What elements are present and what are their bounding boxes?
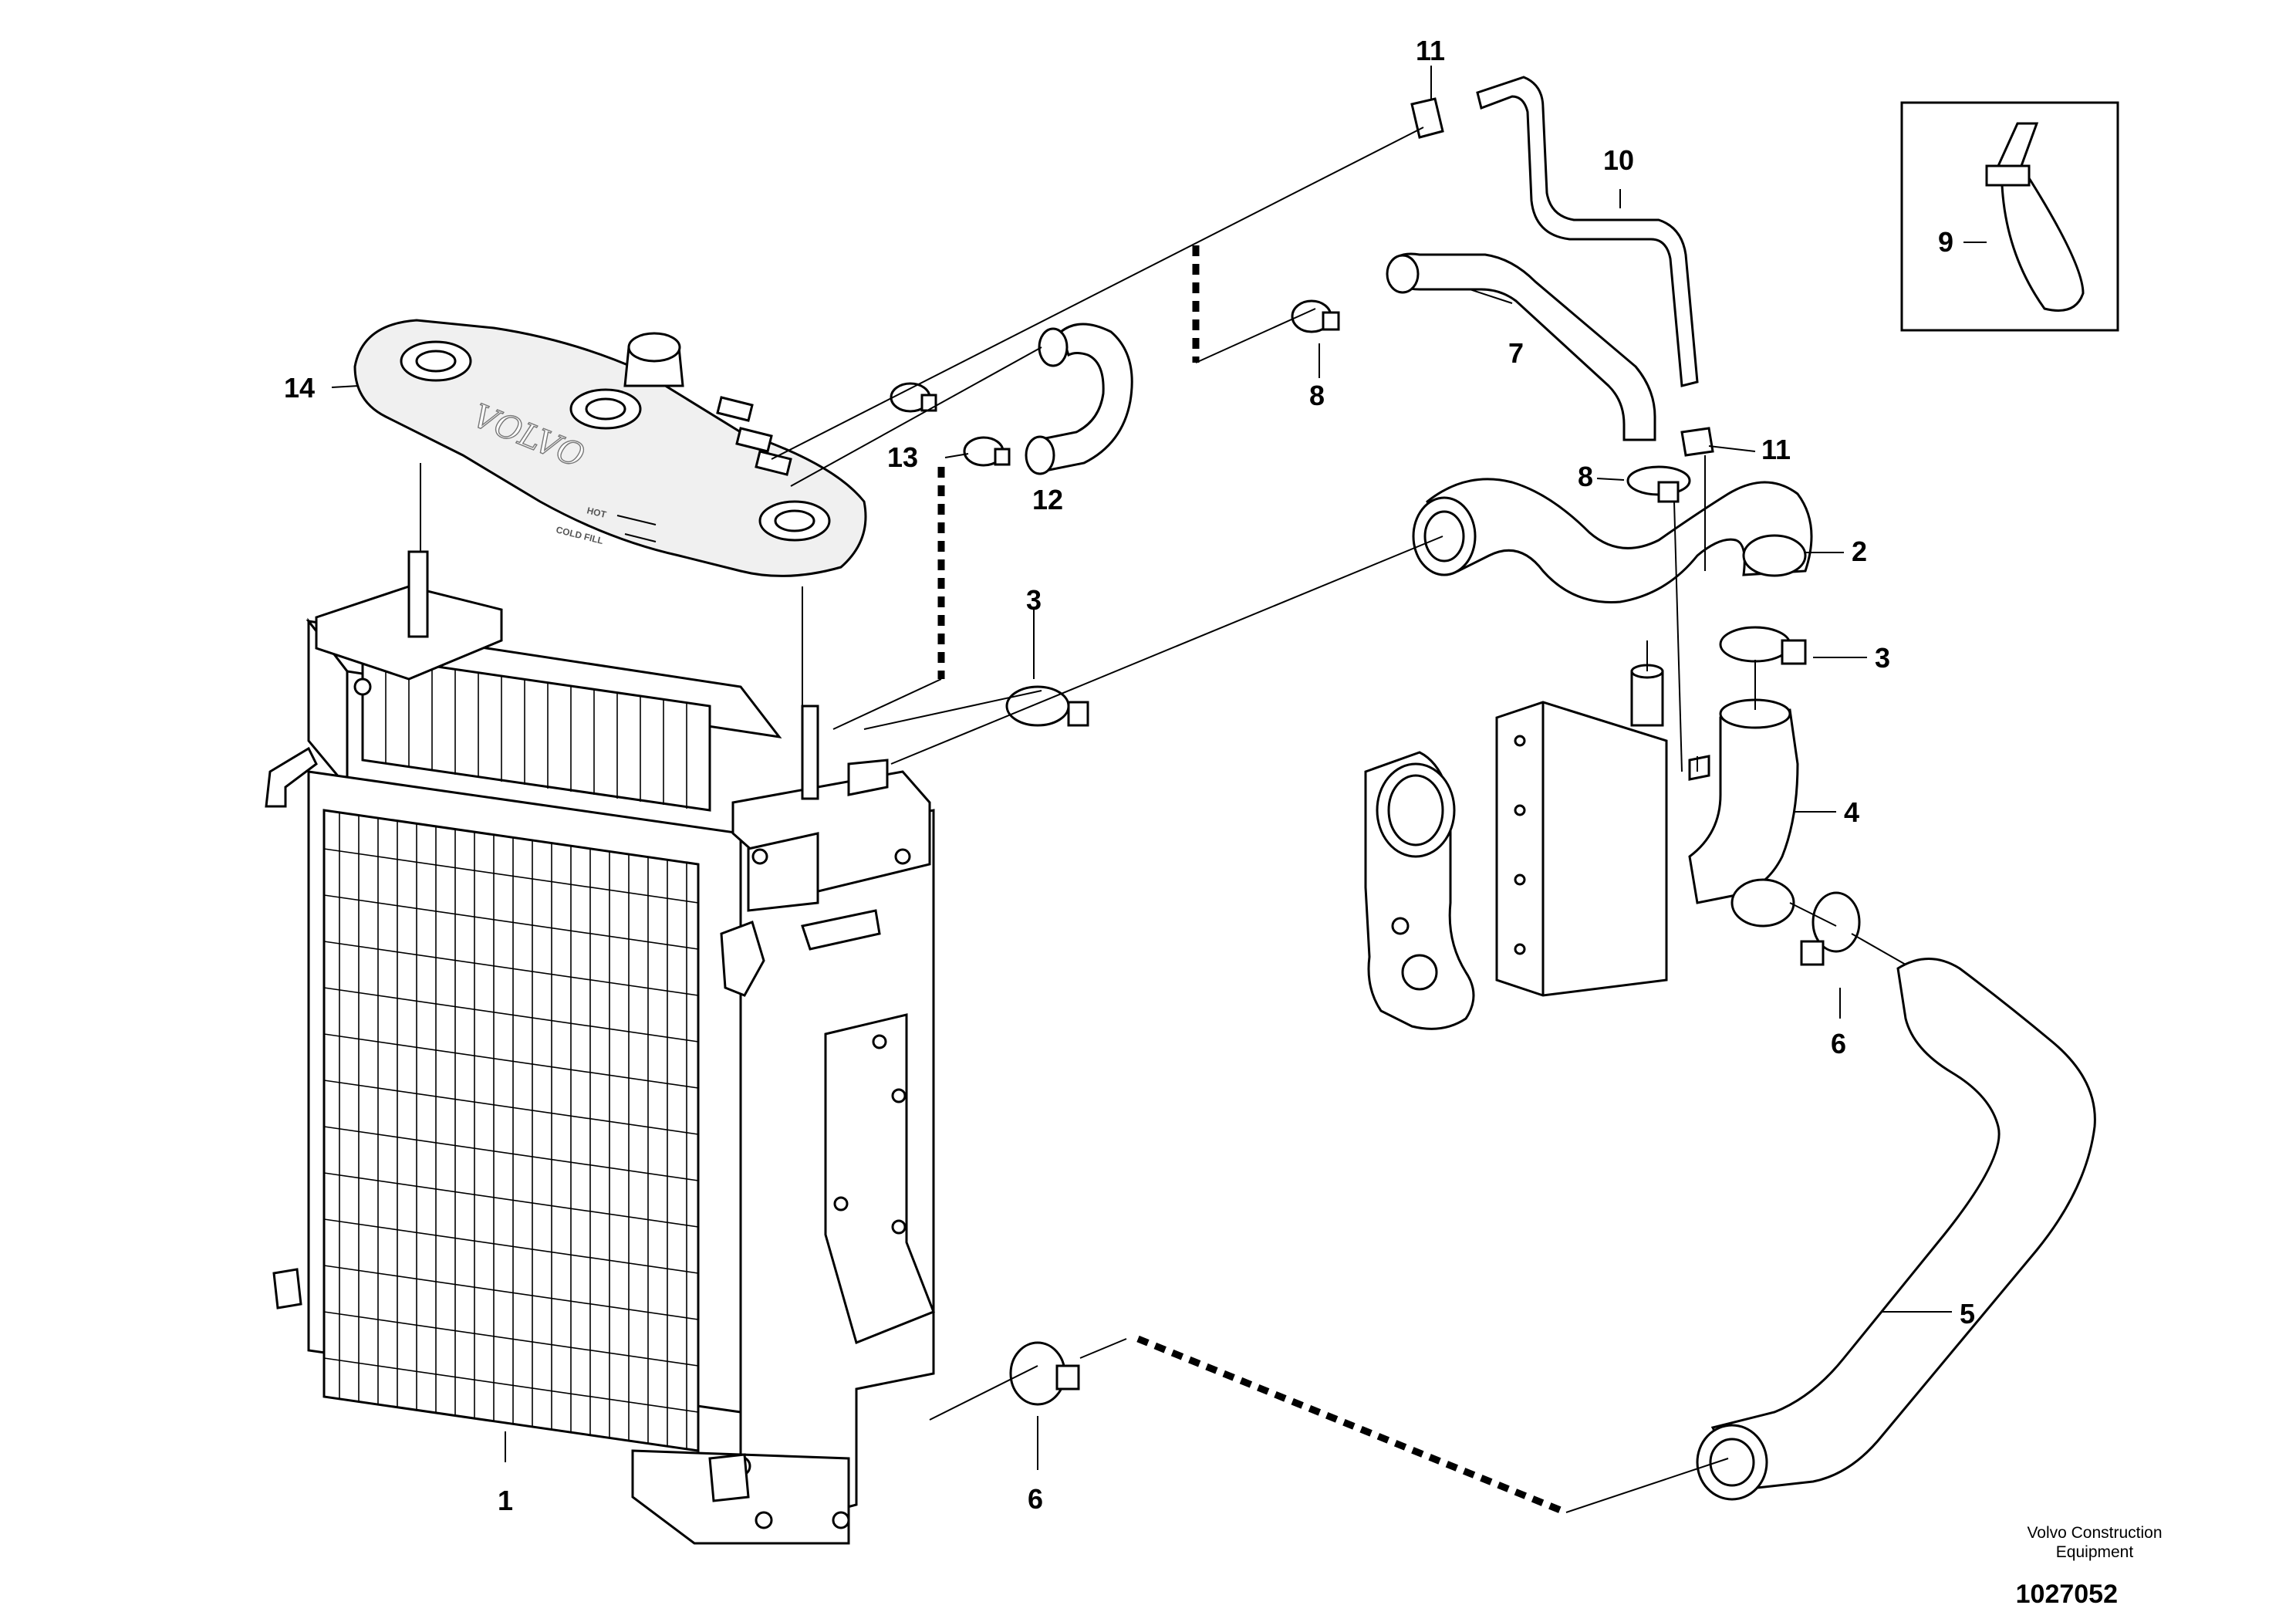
- label-part-6-right: 6: [1831, 1028, 1846, 1059]
- hose-7: [1386, 252, 1656, 441]
- label-part-11-right: 11: [1761, 434, 1791, 465]
- hose-10: [1476, 76, 1699, 387]
- dashed-connectors: [937, 245, 1568, 1516]
- hose-2: [1412, 478, 1813, 603]
- label-part-11-top: 11: [1416, 35, 1445, 66]
- label-part-3-left: 3: [1026, 584, 1042, 616]
- credit-line-1: Volvo Construction: [2027, 1524, 2162, 1542]
- tank-hot-marking: HOT: [586, 505, 608, 520]
- label-part-8-right: 8: [1578, 461, 1593, 492]
- label-part-9: 9: [1938, 226, 1953, 258]
- radiator-core-fins: [323, 813, 699, 1449]
- label-part-3-right: 3: [1875, 642, 1890, 674]
- label-part-12: 12: [1032, 484, 1063, 515]
- label-part-8-left: 8: [1309, 380, 1325, 411]
- label-part-5: 5: [1960, 1298, 1975, 1330]
- label-part-10: 10: [1603, 144, 1634, 176]
- label-part-14: 14: [284, 372, 315, 404]
- expansion-tank: VOLVO HOT COLD FILL: [353, 319, 867, 577]
- label-part-7: 7: [1508, 337, 1524, 369]
- radiator: [265, 550, 935, 1545]
- cable-tie-inset: [1900, 101, 2119, 332]
- hose-clamps: [890, 97, 1861, 1406]
- label-part-1: 1: [498, 1485, 513, 1516]
- part-labels: 14 1 2 3 3 4 5 6 6 7 8 8 9 10 11 11 12 1…: [284, 35, 1975, 1516]
- label-part-2: 2: [1852, 536, 1867, 567]
- thermostat-housing: [1364, 664, 1799, 1030]
- document-footer: Volvo Construction Equipment 1027052: [2016, 1524, 2163, 1609]
- label-part-6-left: 6: [1028, 1483, 1043, 1515]
- radiator-top-fins: [385, 660, 687, 809]
- hose-5: [1696, 958, 2096, 1501]
- callout-leaders: [331, 66, 1987, 1470]
- credit-line-2: Equipment: [2056, 1543, 2134, 1561]
- document-number: 1027052: [2016, 1580, 2118, 1609]
- label-part-4: 4: [1844, 796, 1859, 828]
- hose-12: [1025, 323, 1133, 475]
- leader-lines: [420, 127, 1906, 1513]
- label-part-13: 13: [887, 441, 918, 473]
